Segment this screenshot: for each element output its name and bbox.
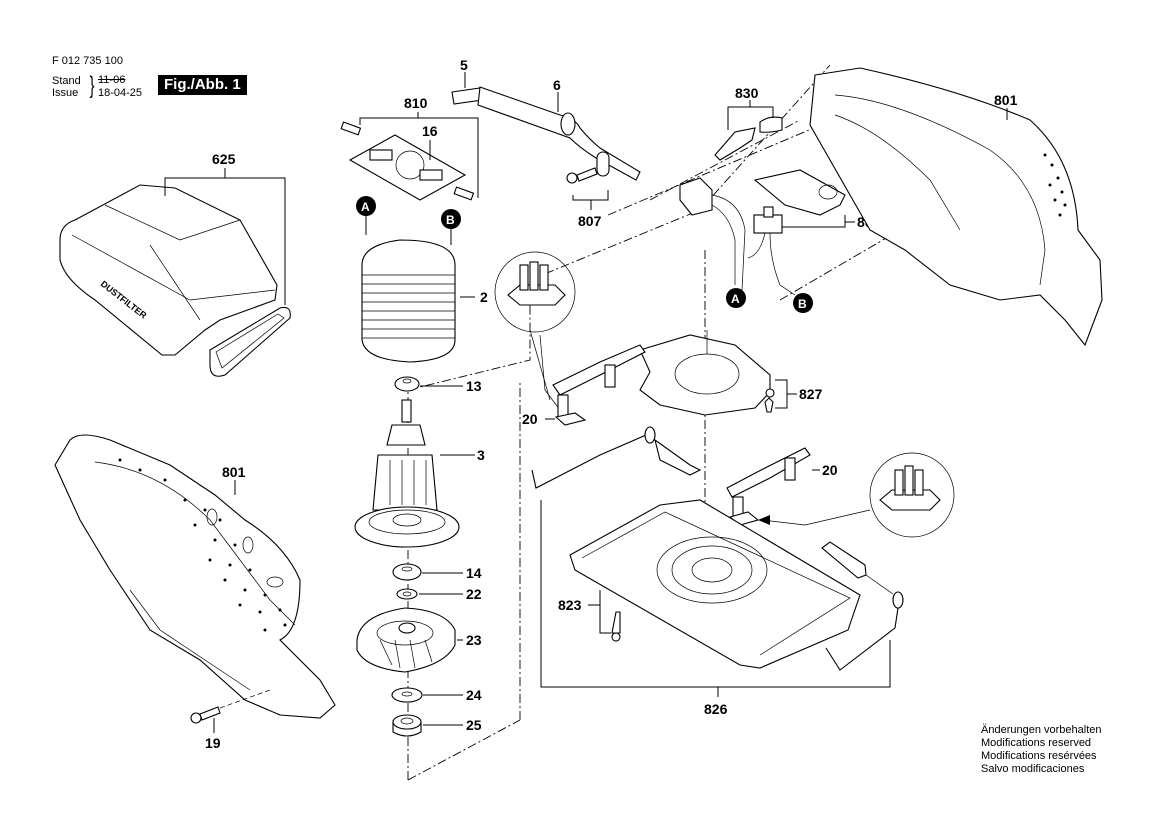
marker-a-left: A <box>356 196 376 235</box>
note-french: Modifications resérvées <box>981 750 1097 762</box>
callout-801-left: 801 <box>222 464 246 480</box>
callout-830: 830 <box>735 85 759 101</box>
callout-801-right: 801 <box>994 92 1018 108</box>
marker-a-right: A <box>726 288 746 308</box>
part-826-bracket: 826 <box>540 500 891 717</box>
callout-827: 827 <box>799 386 823 402</box>
svg-text:A: A <box>361 200 370 214</box>
stand-label: Stand <box>52 75 81 87</box>
note-english: Modifications reserved <box>981 737 1092 749</box>
part-5-power-cord: 5 <box>451 57 483 105</box>
svg-text:A: A <box>731 292 740 306</box>
callout-23: 23 <box>466 632 482 648</box>
part-20-clamp-right: 20 <box>726 447 838 526</box>
svg-text:B: B <box>798 297 807 311</box>
part-6-cord-sleeve: 6 <box>477 77 641 181</box>
marker-b-right: B <box>793 293 813 313</box>
part-13-bearing: 13 <box>394 376 482 394</box>
callout-810: 810 <box>404 95 428 111</box>
part-14-bearing: 14 <box>392 563 482 581</box>
callout-5: 5 <box>460 57 468 73</box>
part-810-brush-set: 810 <box>340 95 479 201</box>
callout-20-right: 20 <box>822 462 838 478</box>
callout-6: 6 <box>553 77 561 93</box>
detail-view-brush-right <box>758 452 955 538</box>
part-20-clamp-left: 20 <box>522 329 646 427</box>
callout-823: 823 <box>558 597 582 613</box>
callout-16: 16 <box>422 123 438 139</box>
issue-date: 18-04-25 <box>98 87 143 99</box>
note-spanish: Salvo modificaciones <box>981 763 1085 775</box>
callout-22: 22 <box>466 586 482 602</box>
callout-807: 807 <box>578 213 602 229</box>
figure-label: Fig./Abb. 1 <box>158 75 247 95</box>
callout-13: 13 <box>466 378 482 394</box>
part-spring-lever-left <box>531 426 702 489</box>
part-801-housing-left: 801 <box>54 434 336 719</box>
part-2-field-coil: 2 <box>361 239 488 363</box>
old-revision-date: 11-06 <box>98 74 126 86</box>
callout-24: 24 <box>466 687 482 703</box>
part-830-lock-button: 830 <box>714 85 783 161</box>
part-801-housing-right: 801 <box>809 67 1103 347</box>
part-16-brush-holder-plate: 16 <box>348 123 467 201</box>
part-807-cord-clamp: 807 <box>566 151 610 229</box>
callout-14: 14 <box>466 565 482 581</box>
part-19-screw: 19 <box>190 689 271 751</box>
detail-view-brush-left <box>494 251 576 411</box>
issue-label: Issue <box>52 87 79 99</box>
part-625-dust-filter: DUSTFILTER 625 <box>59 151 291 377</box>
part-827-gasket: 827 <box>639 330 823 416</box>
part-spring-lever-right <box>821 541 904 671</box>
callout-2: 2 <box>480 289 488 305</box>
callout-3: 3 <box>477 447 485 463</box>
callout-20-left: 20 <box>522 411 538 427</box>
note-german: Änderungen vorbehalten <box>981 724 1102 736</box>
part-terminal-block <box>679 177 746 291</box>
assembly-axis-lines <box>407 64 901 781</box>
callout-19: 19 <box>205 735 221 751</box>
marker-b-left: B <box>441 209 461 245</box>
callout-625: 625 <box>212 151 236 167</box>
part-24-washer: 24 <box>391 687 482 703</box>
svg-text:B: B <box>446 213 455 227</box>
part-23-fan: 23 <box>356 607 482 673</box>
document-number: F 012 735 100 <box>52 55 123 67</box>
part-22-washer: 22 <box>396 586 482 602</box>
part-25-bearing: 25 <box>392 714 482 737</box>
part-823-sanding-plate: 823 <box>558 499 861 669</box>
part-3-armature: 3 <box>354 399 485 548</box>
callout-826: 826 <box>704 701 728 717</box>
callout-25: 25 <box>466 717 482 733</box>
brace-symbol: } <box>89 72 95 99</box>
